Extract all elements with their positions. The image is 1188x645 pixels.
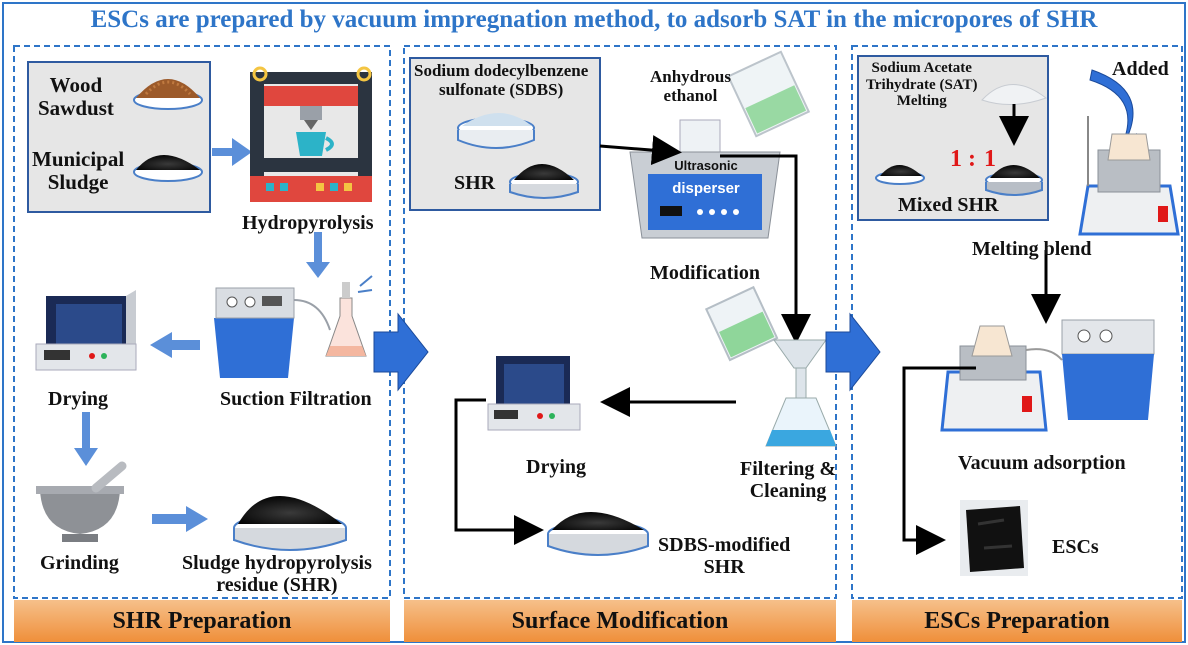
mortar-and-pestle xyxy=(36,461,127,542)
label-escs: ESCs xyxy=(1052,536,1099,558)
label-added: Added xyxy=(1112,58,1169,80)
ethanol-beaker xyxy=(726,50,811,138)
label-shr-small: SHR xyxy=(454,172,496,194)
label-drying-1: Drying xyxy=(48,388,108,410)
filter-flask xyxy=(765,339,837,447)
figure-title: ESCs are prepared by vacuum impregnation… xyxy=(90,6,1098,33)
arrow-to-escs xyxy=(902,366,976,555)
escs-sample xyxy=(960,500,1028,576)
label-municipal-sludge: Municipal Sludge xyxy=(32,147,125,195)
sat-pile xyxy=(981,84,1048,106)
label-drying-2: Drying xyxy=(526,456,586,478)
label-anhydrous-ethanol: Anhydrous ethanol xyxy=(650,67,731,105)
arrow-panel2-to-panel3 xyxy=(825,312,881,392)
label-sdbs: Sodium dodecylbenzene sulfonate (SDBS) xyxy=(414,61,589,99)
sdbs-dish xyxy=(457,113,535,149)
label-sdbs-modified: SDBS-modified SHR xyxy=(658,534,791,578)
label-vacuum-adsorption: Vacuum adsorption xyxy=(958,452,1126,474)
arrow-to-sdbs-modified xyxy=(454,398,544,545)
sdbs-modified-dish xyxy=(547,512,649,556)
arrow-to-filtration xyxy=(306,232,330,278)
hydropyrolysis-machine xyxy=(250,66,372,202)
arrow-to-hydropyrolysis xyxy=(212,138,252,166)
drying-oven-2 xyxy=(487,356,581,431)
label-melting-blend: Melting blend xyxy=(972,238,1092,260)
sludge-dish xyxy=(133,155,203,182)
ratio-right: 1 xyxy=(984,146,996,172)
arrow-to-filtering xyxy=(720,154,811,344)
arrow-to-drying-1 xyxy=(150,332,200,358)
label-filtering-cleaning: Filtering & Cleaning xyxy=(740,458,837,502)
shr-dish-small xyxy=(509,164,579,199)
panel-shr-preparation xyxy=(13,45,391,599)
footer-surface-modification: Surface Modification xyxy=(404,600,836,642)
shr-pile-left xyxy=(875,165,925,185)
wood-sawdust-dish xyxy=(133,79,203,110)
arrow-into-disperser xyxy=(599,135,682,166)
heating-stirrer xyxy=(1078,116,1180,236)
drying-oven-1 xyxy=(35,290,137,371)
label-wood-sawdust: Wood Sawdust xyxy=(38,73,114,121)
label-ultrasonic: Ultrasonic xyxy=(674,158,738,173)
footer-shr-preparation: SHR Preparation xyxy=(14,600,390,642)
ultrasonic-disperser xyxy=(629,119,781,239)
suction-filtration-apparatus xyxy=(214,275,373,378)
label-sat: Sodium Acetate Trihydrate (SAT) Melting xyxy=(866,60,978,109)
label-mixed-shr: Mixed SHR xyxy=(898,194,999,216)
label-modification: Modification xyxy=(650,262,760,284)
ratio-left: 1 xyxy=(950,146,962,172)
shr-dish xyxy=(233,496,347,551)
arrow-panel1-to-panel2 xyxy=(373,312,429,392)
panel-escs-preparation xyxy=(851,45,1183,599)
arrow-to-grinding xyxy=(74,412,98,466)
ratio-colon: : xyxy=(968,146,976,172)
label-grinding: Grinding xyxy=(40,552,119,574)
label-suction-filtration: Suction Filtration xyxy=(220,388,372,410)
label-hydropyrolysis: Hydropyrolysis xyxy=(242,212,374,234)
shr-pile-right xyxy=(985,165,1043,196)
vacuum-setup xyxy=(940,319,1155,432)
arrow-to-shr xyxy=(152,506,208,532)
label-shr: Sludge hydropyrolysis residue (SHR) xyxy=(182,552,372,596)
footer-escs-preparation: ESCs Preparation xyxy=(852,600,1182,642)
label-disperser: disperser xyxy=(672,180,740,197)
cleaning-beaker xyxy=(704,285,779,362)
